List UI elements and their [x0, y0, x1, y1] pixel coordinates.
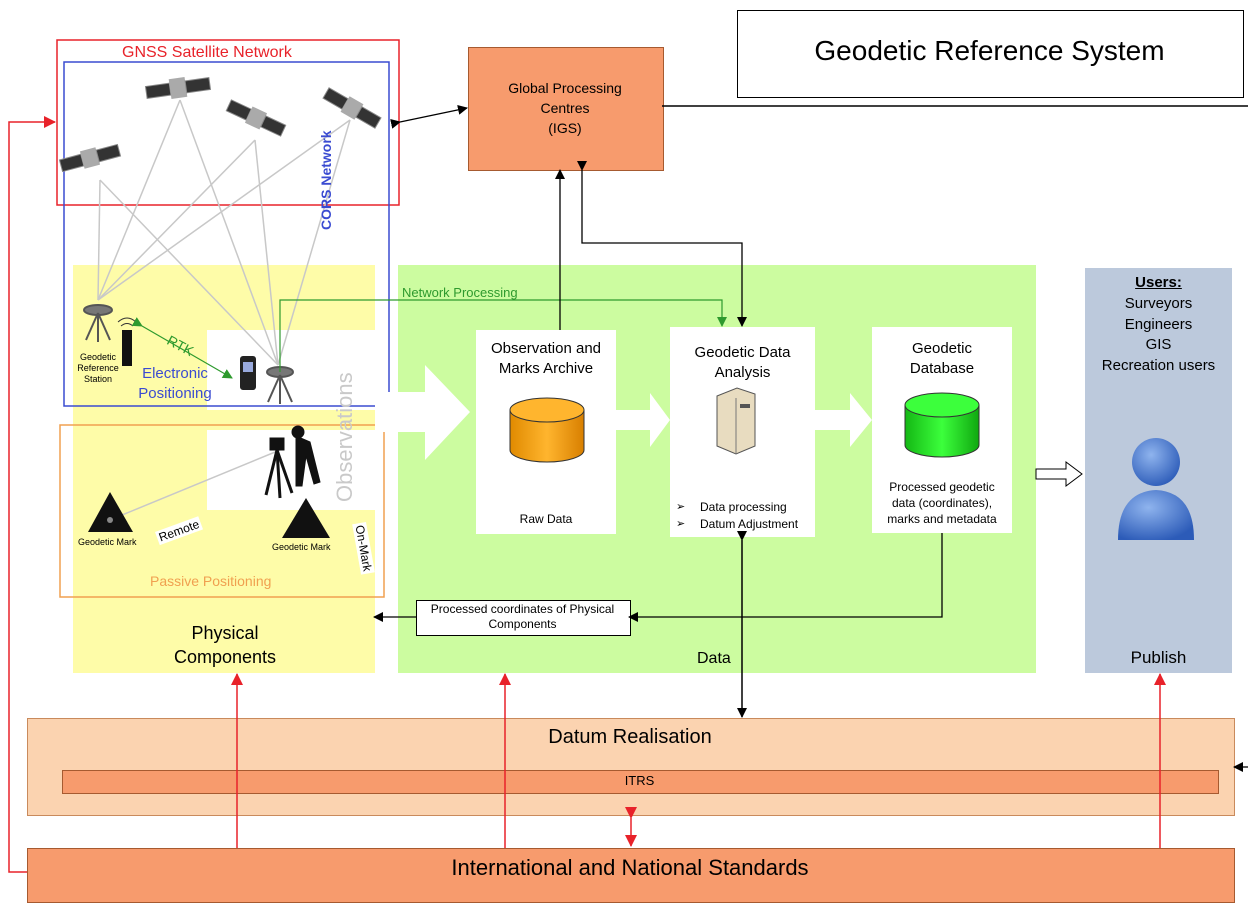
igs-label-1: Global Processing: [508, 80, 622, 96]
datum-realisation-label: Datum Realisation: [548, 726, 712, 748]
datum-realisation-box: [27, 718, 1235, 816]
analysis-title-1: Geodetic Data: [694, 344, 791, 361]
users-item-1: Surveyors: [1124, 295, 1193, 312]
database-footer-3: marks and metadata: [887, 512, 997, 526]
archive-footer: Raw Data: [519, 512, 573, 526]
analysis-bullet-2-marker: ➢: [676, 518, 686, 530]
analysis-bullet-1-marker: ➢: [676, 501, 686, 513]
processed-coordinates-label-1: Processed coordinates of Physical: [430, 602, 615, 616]
analysis-title-2: Analysis: [714, 364, 771, 381]
geodetic-mark-icon-right: [282, 498, 330, 538]
standards-bar: [27, 848, 1235, 903]
geodetic-mark-right-label: Geodetic Mark: [272, 542, 331, 552]
database-title-2: Database: [909, 360, 975, 377]
white-gap-2: [207, 430, 375, 510]
geodetic-mark-icon-left: [88, 492, 133, 532]
observations-label: Observations: [332, 372, 357, 502]
rover-tripod-icon: [266, 366, 294, 404]
users-item-2: Engineers: [1124, 316, 1193, 333]
satellite-icon-4: [322, 87, 382, 129]
database-to-coords-line: [628, 533, 943, 622]
igs-label-2: Centres: [540, 100, 590, 116]
cors-frame: [63, 61, 390, 407]
page-title: Geodetic Reference System: [814, 35, 1165, 66]
archive-title-1: Observation and: [490, 340, 602, 357]
data-label: Data: [697, 650, 731, 667]
title-box: [737, 10, 1244, 98]
database-cylinder-icon: [904, 392, 980, 458]
standards-label: International and National Standards: [451, 855, 809, 880]
physical-components-label-1: Physical: [191, 623, 259, 643]
processed-coordinates-label-2: Components: [488, 617, 557, 631]
itrs-label: ITRS: [624, 773, 655, 788]
reference-station-label-2: Reference: [77, 363, 119, 373]
database-title-1: Geodetic: [911, 340, 973, 357]
gnss-igs-arrow: [390, 104, 468, 129]
geodetic-mark-left-label: Geodetic Mark: [78, 537, 137, 547]
passive-frame: [59, 424, 385, 598]
satellite-icon-3: [225, 99, 287, 137]
electronic-positioning-label-2: Positioning: [138, 385, 212, 402]
analysis-to-database-arrow: [815, 393, 872, 447]
satellite-icon-2: [144, 76, 212, 100]
standards-to-gnss-arrow: [8, 116, 56, 873]
analysis-bullet-2: Datum Adjustment: [700, 517, 799, 531]
igs-box: [468, 47, 664, 171]
igs-analysis-arrow: [577, 161, 747, 327]
database-footer-1: Processed geodetic: [889, 480, 995, 494]
satellite-icon-1: [58, 143, 122, 173]
server-icon: [716, 387, 756, 455]
processed-coordinates-box: [416, 600, 631, 636]
total-station-icon: [264, 425, 321, 499]
rtk-arrow: [131, 317, 233, 379]
publish-arrow: [1035, 461, 1083, 487]
itrs-bar: [62, 770, 1219, 794]
archive-cylinder-icon: [509, 397, 585, 463]
physical-components-label-2: Components: [173, 647, 277, 667]
handheld-gps-icon: [240, 356, 256, 390]
tripod-icon: [83, 304, 113, 342]
analysis-bullet-1: Data processing: [700, 500, 787, 514]
reference-station-label-3: Station: [83, 374, 113, 384]
passive-positioning-label: Passive Positioning: [150, 573, 272, 589]
electronic-positioning-label-1: Electronic: [142, 365, 208, 382]
archive-to-analysis-arrow: [616, 393, 670, 447]
gnss-label: GNSS Satellite Network: [122, 44, 292, 61]
reference-station-label-1: Geodetic: [79, 352, 117, 362]
archive-title-2: Marks Archive: [498, 360, 594, 377]
observations-arrow: [375, 365, 470, 460]
users-heading: Users:: [1135, 274, 1182, 291]
cors-label: CORS Network: [318, 130, 334, 230]
user-avatar-icon: [1118, 438, 1194, 540]
database-footer-2: data (coordinates),: [891, 496, 993, 510]
igs-label-3: (IGS): [548, 120, 582, 136]
users-item-3: GIS: [1145, 336, 1172, 353]
users-item-4: Recreation users: [1101, 357, 1216, 374]
network-processing-label: Network Processing: [402, 285, 518, 300]
publish-label: Publish: [1130, 648, 1187, 667]
